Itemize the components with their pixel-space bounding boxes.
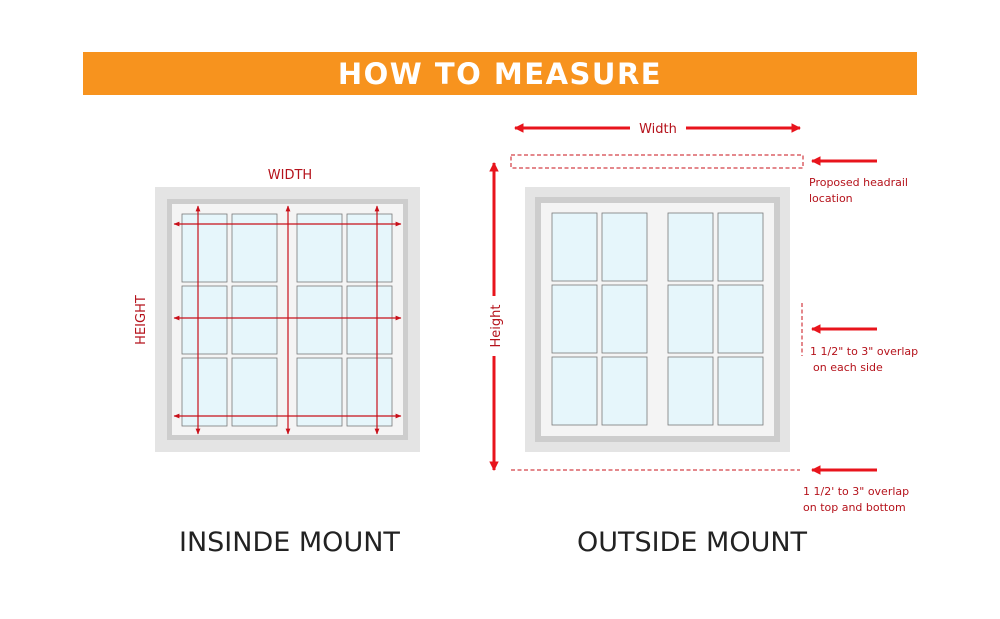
- inside-mount-window: WIDTH HEIGHT: [134, 168, 420, 452]
- outside-width-label: Width: [639, 122, 677, 137]
- outside-glass-panes: [551, 212, 764, 426]
- outside-mount-caption: OUTSIDE MOUNT: [577, 527, 808, 558]
- headrail-location-box: [510, 154, 804, 169]
- side-overlap-note: 1 1/2" to 3" overlap on each side: [810, 345, 922, 374]
- inside-width-label: WIDTH: [268, 168, 312, 183]
- outside-mount-window: Width Height Proposed headrail location …: [489, 122, 922, 514]
- outside-height-label: Height: [489, 305, 504, 348]
- headrail-note: Proposed headrail location: [809, 176, 911, 205]
- page-title: HOW TO MEASURE: [337, 56, 663, 91]
- inside-height-label: HEIGHT: [134, 295, 149, 345]
- inside-measure-lines: [173, 205, 402, 435]
- header-banner: HOW TO MEASURE: [83, 52, 917, 95]
- inside-mount-caption: INSINDE MOUNT: [179, 527, 400, 558]
- top-bottom-overlap-note: 1 1/2' to 3" overlap on top and bottom: [803, 485, 913, 514]
